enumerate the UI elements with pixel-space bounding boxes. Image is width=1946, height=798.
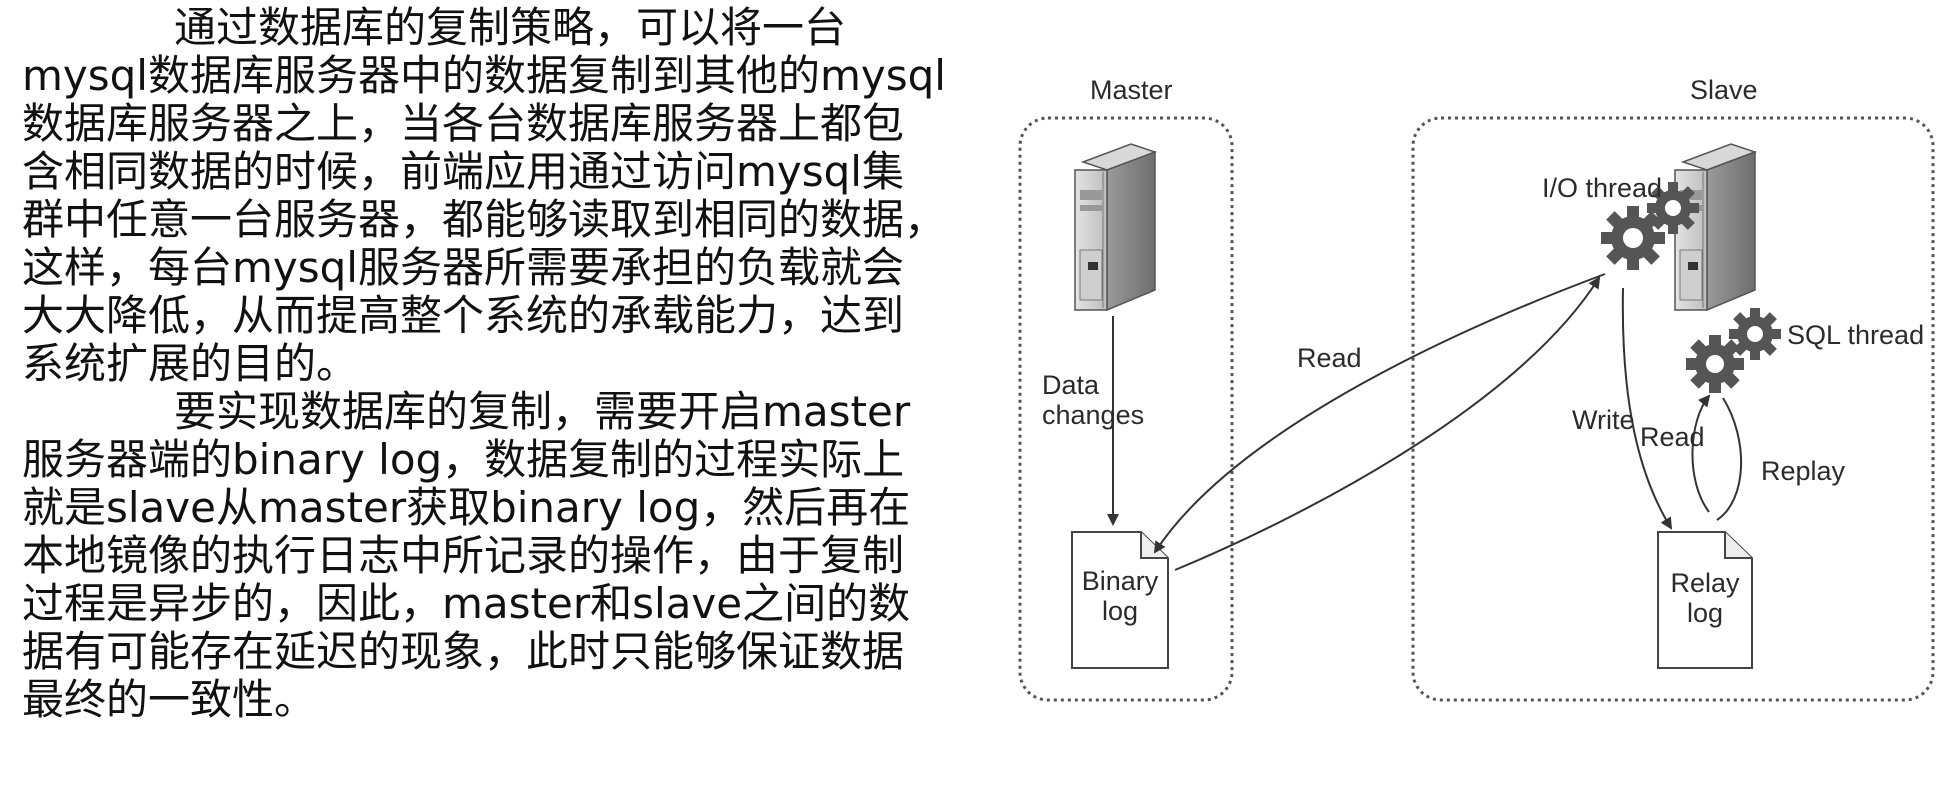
text-line: 过程是异步的，因此，master和slave之间的数 xyxy=(22,579,911,628)
replication-diagram: Master Slave xyxy=(995,0,1946,794)
text-line: mysql数据库服务器中的数据复制到其他的mysql xyxy=(22,51,946,100)
replay-return-arrow xyxy=(1716,397,1743,521)
data-changes-label-line2: changes xyxy=(1042,400,1144,430)
slave-server-icon xyxy=(1674,143,1758,312)
read-request-arrow xyxy=(1153,273,1606,554)
read-label-left: Read xyxy=(1297,343,1362,373)
replay-loop-arrow xyxy=(1691,394,1711,513)
master-box xyxy=(1018,116,1234,702)
binary-log-label-line2: log xyxy=(1102,596,1138,626)
sql-thread-gear-icon xyxy=(1686,308,1781,393)
io-thread-gear-icon xyxy=(1601,182,1699,270)
replication-diagram-svg: Master Slave xyxy=(1018,75,1935,702)
text-line: 系统扩展的目的。 xyxy=(22,339,359,388)
sql-thread-label: SQL thread xyxy=(1787,320,1924,350)
text-line: 要实现数据库的复制，需要开启master xyxy=(174,387,911,436)
io-thread-label: I/O thread xyxy=(1542,173,1662,203)
text-line: 含相同数据的时候，前端应用通过访问mysql集 xyxy=(22,147,904,196)
slave-box xyxy=(1411,116,1935,702)
description-text: 通过数据库的复制策略，可以将一台 mysql数据库服务器中的数据复制到其他的my… xyxy=(22,4,952,724)
text-line: 就是slave从master获取binary log，然后再在 xyxy=(22,483,911,532)
text-line: 服务器端的binary log，数据复制的过程实际上 xyxy=(22,435,905,484)
write-label: Write xyxy=(1572,405,1635,435)
data-changes-label-line1: Data xyxy=(1042,370,1100,400)
text-line: 大大降低，从而提高整个系统的承载能力，达到 xyxy=(22,291,905,340)
master-server-icon xyxy=(1074,143,1158,312)
slave-title: Slave xyxy=(1690,75,1758,105)
relay-log-document xyxy=(1657,531,1753,669)
text-line: 本地镜像的执行日志中所记录的操作，由于复制 xyxy=(22,531,905,580)
read-label-right: Read xyxy=(1640,422,1705,452)
relay-log-label-line1: Relay xyxy=(1670,568,1740,598)
read-response-arrow xyxy=(1174,276,1601,571)
write-arrow xyxy=(1621,287,1673,530)
text-line: 通过数据库的复制策略，可以将一台 xyxy=(174,3,847,52)
text-line: 群中任意一台服务器，都能够读取到相同的数据， xyxy=(22,195,947,244)
text-line: 数据库服务器之上，当各台数据库服务器上都包 xyxy=(22,99,905,148)
master-title: Master xyxy=(1090,75,1173,105)
relay-log-label-line2: log xyxy=(1687,598,1723,628)
text-line: 据有可能存在延迟的现象，此时只能够保证数据 xyxy=(22,627,905,676)
binary-log-label-line1: Binary xyxy=(1082,566,1159,596)
text-line: 这样，每台mysql服务器所需要承担的负载就会 xyxy=(22,243,904,292)
text-line: 最终的一致性。 xyxy=(22,675,317,724)
replay-label: Replay xyxy=(1761,456,1846,486)
